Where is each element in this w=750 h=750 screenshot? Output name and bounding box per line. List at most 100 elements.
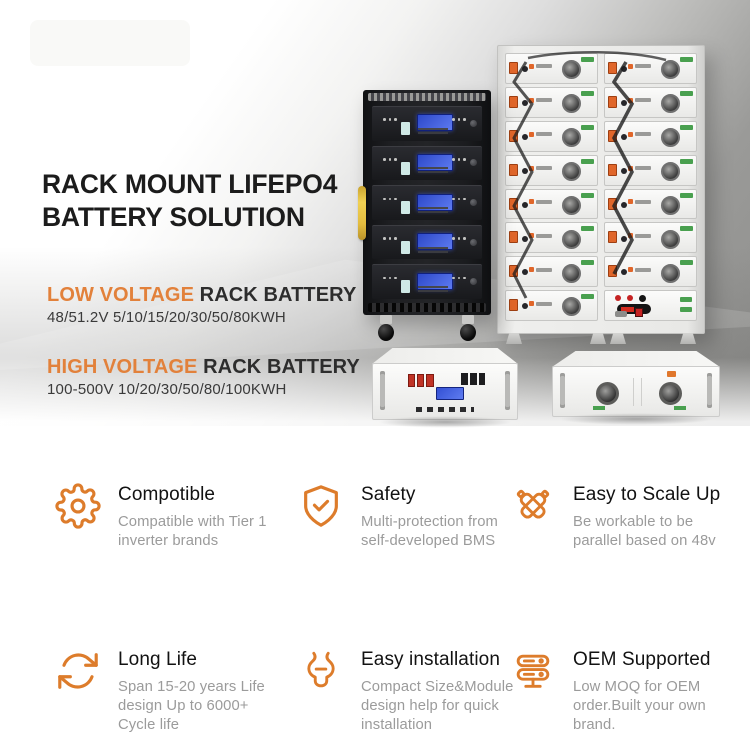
led-indicators bbox=[452, 276, 466, 280]
green-label bbox=[581, 158, 594, 164]
battery-module bbox=[505, 256, 598, 288]
feature-description: Low MOQ for OEM order.Built your own bra… bbox=[573, 679, 706, 733]
battery-module bbox=[505, 222, 598, 254]
cable-port bbox=[621, 269, 627, 276]
battery-module bbox=[372, 224, 482, 260]
orange-connector bbox=[509, 299, 518, 312]
crossed-batteries-icon bbox=[510, 483, 556, 529]
module-label-text bbox=[418, 207, 449, 210]
battery-module bbox=[505, 120, 598, 152]
module-label-text bbox=[418, 127, 449, 130]
low-voltage-spec: 48/51.2V 5/10/15/20/30/50/80KWH bbox=[47, 309, 286, 326]
cable-port bbox=[522, 269, 528, 276]
green-label bbox=[680, 57, 693, 62]
feature-description: Compact Size&Module design help for quic… bbox=[361, 679, 514, 733]
shield-check-icon bbox=[298, 483, 344, 529]
tower-foot bbox=[680, 333, 696, 344]
battery-module bbox=[372, 145, 482, 181]
brand-logo bbox=[529, 63, 553, 69]
module-knob bbox=[469, 119, 477, 127]
watermark bbox=[30, 20, 190, 66]
feature-title: Compotible bbox=[118, 484, 216, 505]
orange-connector bbox=[509, 231, 518, 244]
module-label-text bbox=[418, 246, 449, 249]
battery-module bbox=[505, 154, 598, 186]
led-indicators bbox=[452, 118, 466, 121]
red-knob bbox=[627, 295, 633, 302]
fan-icon bbox=[660, 229, 680, 249]
unit-shadow bbox=[377, 416, 513, 428]
module-sticker bbox=[400, 122, 410, 136]
brand-logo bbox=[628, 97, 652, 103]
fan-icon bbox=[561, 195, 581, 215]
green-label bbox=[680, 90, 693, 96]
battery-module bbox=[505, 53, 598, 84]
brand-logo bbox=[628, 233, 652, 239]
green-label bbox=[680, 226, 693, 232]
fan-icon bbox=[660, 263, 680, 283]
red-terminals bbox=[407, 373, 434, 387]
feature-description: Multi-protection from self-developed BMS bbox=[361, 514, 498, 549]
battery-module bbox=[604, 86, 697, 118]
brand-logo bbox=[628, 199, 652, 205]
battery-module bbox=[604, 120, 697, 152]
green-label bbox=[581, 57, 594, 62]
unit-top-face bbox=[552, 351, 720, 367]
green-label bbox=[581, 260, 594, 266]
battery-module bbox=[505, 188, 598, 220]
cable-port bbox=[621, 133, 627, 140]
module-lcd-screen bbox=[417, 153, 454, 171]
brand-logo bbox=[529, 97, 553, 103]
green-label bbox=[581, 294, 594, 300]
orange-connector bbox=[509, 163, 518, 176]
green-label bbox=[581, 192, 594, 198]
cable-port bbox=[621, 235, 627, 242]
fan-icon bbox=[561, 229, 581, 249]
high-voltage-rest: RACK BATTERY bbox=[197, 356, 360, 378]
module-sticker bbox=[400, 161, 410, 175]
wrench-icon bbox=[298, 648, 344, 694]
green-label bbox=[581, 124, 594, 130]
power-switch bbox=[635, 308, 643, 317]
module-lcd-screen bbox=[417, 272, 454, 290]
fan-icon bbox=[660, 195, 680, 215]
cabinet-caster-right bbox=[459, 315, 477, 341]
led-indicators bbox=[452, 237, 466, 240]
battery-module bbox=[604, 256, 697, 288]
module-lcd-screen bbox=[417, 233, 454, 251]
battery-module bbox=[604, 188, 697, 220]
cabinet-handle bbox=[358, 186, 366, 240]
connector-port bbox=[615, 311, 627, 317]
black-knob bbox=[639, 295, 646, 303]
tower-column-right bbox=[604, 53, 697, 321]
led-indicators bbox=[452, 197, 466, 201]
control-module bbox=[604, 290, 697, 321]
battery-module bbox=[505, 86, 598, 118]
feature-oem: OEM Supported Low MOQ for OEM order.Buil… bbox=[510, 648, 750, 735]
low-voltage-highlight: LOW VOLTAGE bbox=[47, 284, 195, 306]
brand-logo bbox=[628, 165, 652, 171]
fan-icon bbox=[660, 128, 680, 148]
cable-port bbox=[621, 100, 627, 106]
tower-foot bbox=[610, 333, 626, 344]
cable-port bbox=[522, 167, 528, 174]
unit-handle bbox=[380, 373, 385, 407]
unit-lcd-screen bbox=[436, 387, 465, 401]
battery-module bbox=[372, 264, 482, 299]
unit-handle bbox=[707, 375, 712, 406]
fan-icon bbox=[561, 60, 581, 80]
battery-module bbox=[505, 290, 598, 321]
cable-port bbox=[522, 303, 528, 310]
fan-icon bbox=[660, 161, 680, 181]
cable-port bbox=[621, 201, 627, 208]
orange-connector bbox=[608, 62, 617, 75]
black-rack-cabinet bbox=[358, 90, 491, 341]
orange-connector bbox=[509, 129, 518, 142]
rotary-switch bbox=[617, 304, 651, 315]
feature-safety: Safety Multi-protection from self-develo… bbox=[298, 483, 543, 551]
green-label bbox=[680, 260, 693, 266]
page-title: RACK MOUNT LIFEPO4 BATTERY SOLUTION bbox=[42, 168, 338, 232]
unit-front-panel bbox=[372, 363, 518, 420]
orange-connector bbox=[509, 62, 518, 75]
